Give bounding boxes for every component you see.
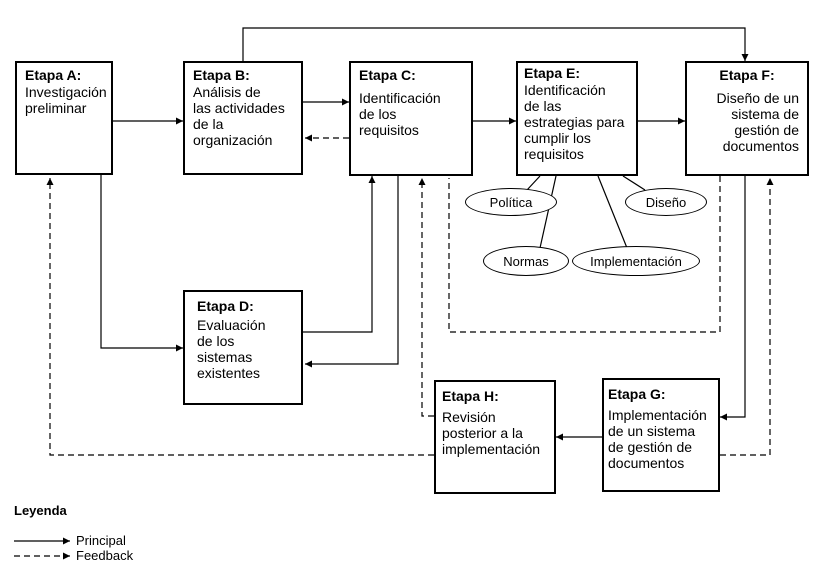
stage-b-body: Análisis de las actividades de la organi…: [193, 84, 285, 148]
strategy-implementacion-label: Implementación: [590, 253, 682, 269]
strategy-normas-label: Normas: [503, 253, 549, 269]
legend-feedback-label: Feedback: [76, 548, 134, 563]
feedback-f-to-e: [448, 176, 721, 333]
arrow-a-to-d: [100, 175, 183, 352]
stage-d-box: Etapa D: Evaluación de los sistemas exis…: [183, 290, 303, 405]
stage-h-box: Etapa H: Revisión posterior a la impleme…: [434, 380, 556, 494]
feedback-h-to-c: [418, 178, 434, 417]
stage-g-title: Etapa G:: [608, 386, 666, 402]
strategy-politica: Política: [465, 188, 557, 216]
stage-f-title: Etapa F:: [719, 67, 775, 83]
arrow-b-to-f: [242, 27, 749, 61]
legend-title: Leyenda: [14, 503, 67, 518]
stage-c-box: Etapa C: Identificación de los requisito…: [349, 61, 473, 176]
strategy-diseno-label: Diseño: [645, 194, 687, 210]
link-e-politica: [526, 175, 541, 191]
link-e-implementacion: [597, 175, 628, 249]
feedback-h-to-a: [46, 178, 434, 456]
stage-c-body: Identificación de los requisitos: [359, 90, 441, 138]
strategy-diseno: Diseño: [625, 188, 707, 216]
strategy-normas: Normas: [483, 246, 569, 276]
stage-d-title: Etapa D:: [197, 298, 254, 314]
link-e-diseno: [622, 175, 646, 191]
arrow-d-to-c: [303, 176, 376, 333]
stage-g-body: Implementación de un sistema de gestión …: [608, 407, 707, 471]
stage-h-body: Revisión posterior a la implementación: [442, 409, 541, 457]
stage-e-box: Etapa E: Identificación de las estrategi…: [516, 61, 638, 176]
legend-principal-label: Principal: [76, 533, 126, 548]
stage-a-title: Etapa A:: [25, 67, 82, 83]
feedback-g-to-f: [720, 178, 774, 456]
strategy-implementacion: Implementación: [572, 246, 700, 276]
stage-d-body: Evaluación de los sistemas existentes: [197, 317, 266, 381]
stage-f-body: Diseño de un sistema de gestión de docum…: [716, 90, 799, 154]
stage-a-box: Etapa A: Investigación preliminar: [15, 61, 113, 175]
link-e-normas: [539, 175, 557, 249]
stage-e-body: Identificación de las estrategias para c…: [524, 82, 625, 162]
stage-f-box: Etapa F: Diseño de un sistema de gestión…: [685, 61, 809, 176]
arrow-c-to-d: [305, 176, 399, 368]
stage-h-title: Etapa H:: [442, 388, 499, 404]
strategy-politica-label: Política: [489, 194, 533, 210]
stage-e-title: Etapa E:: [524, 65, 581, 81]
stage-b-title: Etapa B:: [193, 67, 250, 83]
stage-b-box: Etapa B: Análisis de las actividades de …: [183, 61, 303, 175]
stage-g-box: Etapa G: Implementación de un sistema de…: [602, 378, 720, 492]
arrow-f-to-g: [720, 176, 746, 421]
stage-a-body: Investigación preliminar: [25, 84, 107, 116]
stage-c-title: Etapa C:: [359, 67, 416, 83]
